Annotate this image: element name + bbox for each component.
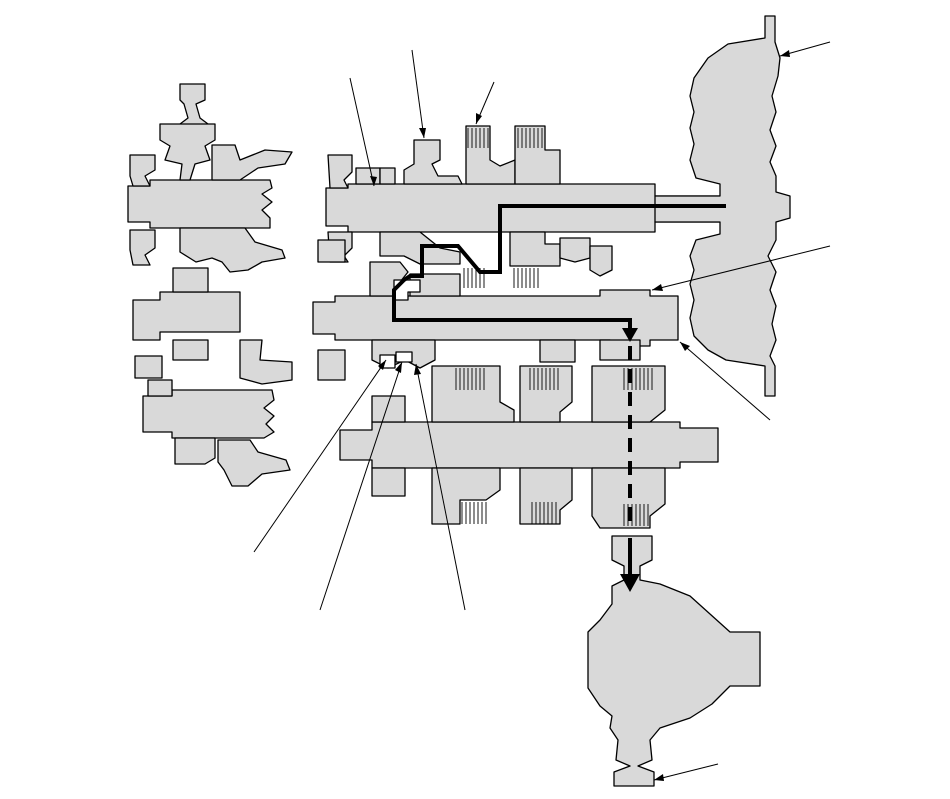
gear-teeth-top	[467, 128, 543, 148]
gear-teeth-mid	[463, 268, 539, 288]
leader-line-9	[415, 363, 466, 611]
countershaft	[312, 239, 679, 381]
power-flow-solid	[392, 204, 726, 330]
leader-line-1	[349, 77, 375, 187]
leader-line-6	[679, 341, 771, 421]
left-countershaft	[132, 267, 293, 385]
gear-teeth	[455, 128, 653, 526]
left-lower-shaft	[142, 379, 291, 487]
power-flow-arrow-head-lower	[620, 574, 640, 592]
secondary-shaft	[339, 365, 719, 529]
leader-lines	[253, 41, 831, 781]
leader-line-10	[653, 763, 719, 781]
left-exploded-view	[127, 83, 293, 487]
leader-line-5	[651, 245, 831, 291]
leader-line-8	[319, 361, 403, 611]
main-transmission-assembly	[312, 15, 791, 787]
left-input-shaft	[127, 83, 293, 273]
power-flow-arrow-head-upper	[622, 328, 638, 342]
leader-line-7	[253, 359, 387, 553]
power-flow-path	[392, 204, 726, 592]
leader-line-2	[411, 49, 425, 139]
differential	[587, 535, 761, 787]
gear-teeth-lower	[455, 368, 653, 390]
